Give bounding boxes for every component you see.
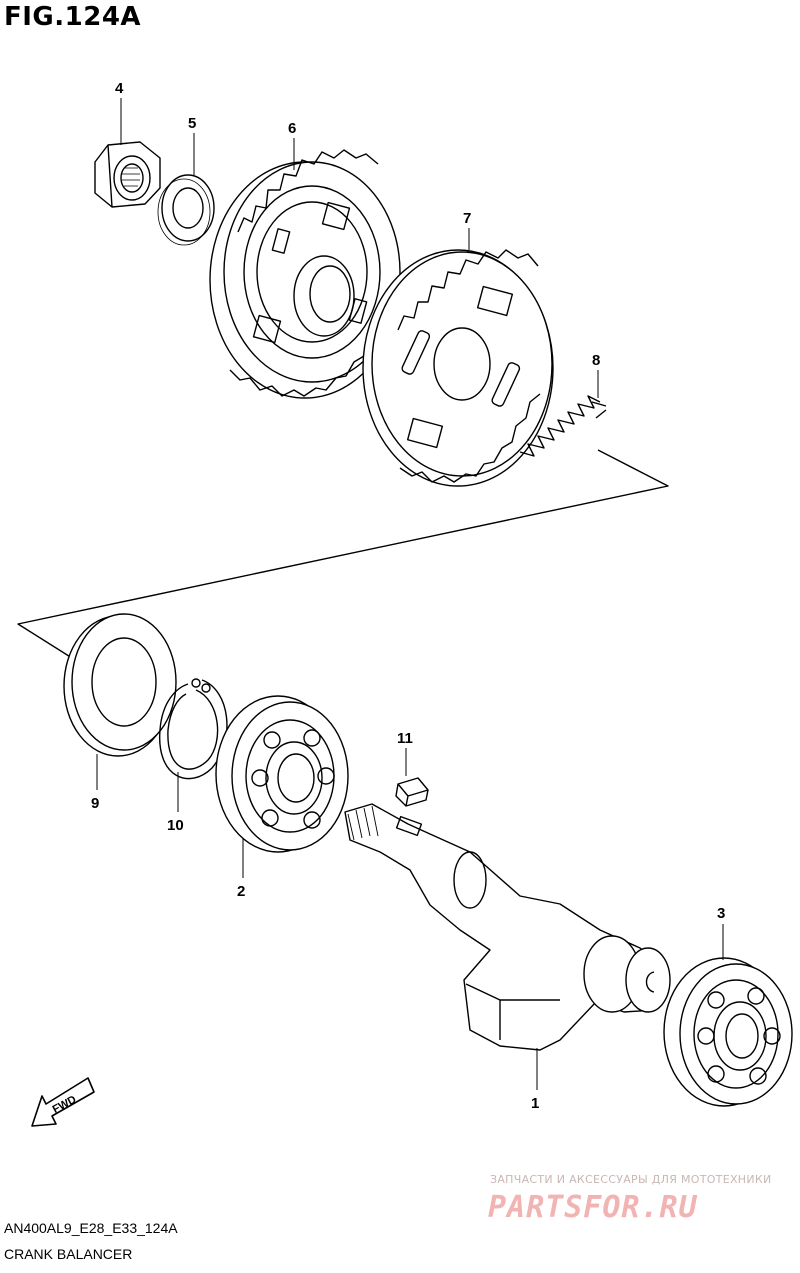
part-1-balancer-shaft[interactable]: [344, 803, 671, 1051]
fwd-arrow-icon: [31, 1077, 95, 1127]
figure-subtitle: CRANK BALANCER: [4, 1246, 133, 1262]
group-bracket-line: [17, 449, 669, 659]
watermark-tagline: ЗАПЧАСТИ И АКСЕССУАРЫ ДЛЯ МОТОТЕХНИКИ: [490, 1173, 772, 1186]
part-8-spring[interactable]: [519, 395, 607, 457]
callout-4: 4: [115, 80, 124, 97]
callout-2: 2: [237, 883, 245, 900]
part-9-thrust-washer[interactable]: [63, 613, 177, 757]
callout-6: 6: [288, 120, 296, 137]
watermark-logo: PARTSFOR.RU: [488, 1190, 698, 1225]
part-3-ball-bearing[interactable]: [663, 957, 793, 1107]
callout-3: 3: [717, 905, 725, 922]
part-4-flange-nut[interactable]: [94, 141, 161, 208]
callout-8: 8: [592, 352, 600, 369]
callout-7: 7: [463, 210, 471, 227]
part-7-driven-gear[interactable]: [362, 249, 554, 487]
callout-9: 9: [91, 795, 99, 812]
figure-code: AN400AL9_E28_E33_124A: [4, 1220, 178, 1236]
callout-10: 10: [167, 817, 184, 834]
part-5-washer[interactable]: [157, 174, 215, 246]
part-11-woodruff-key[interactable]: [395, 777, 429, 807]
part-10-circlip[interactable]: [159, 678, 228, 780]
part-2-ball-bearing[interactable]: [215, 695, 349, 853]
callout-1: 1: [531, 1095, 539, 1112]
callout-5: 5: [188, 115, 196, 132]
fwd-label: FWD: [51, 1094, 79, 1116]
part-6-drive-gear[interactable]: [209, 149, 401, 399]
figure-title: FIG.124A: [4, 2, 142, 32]
callout-11: 11: [397, 730, 413, 747]
